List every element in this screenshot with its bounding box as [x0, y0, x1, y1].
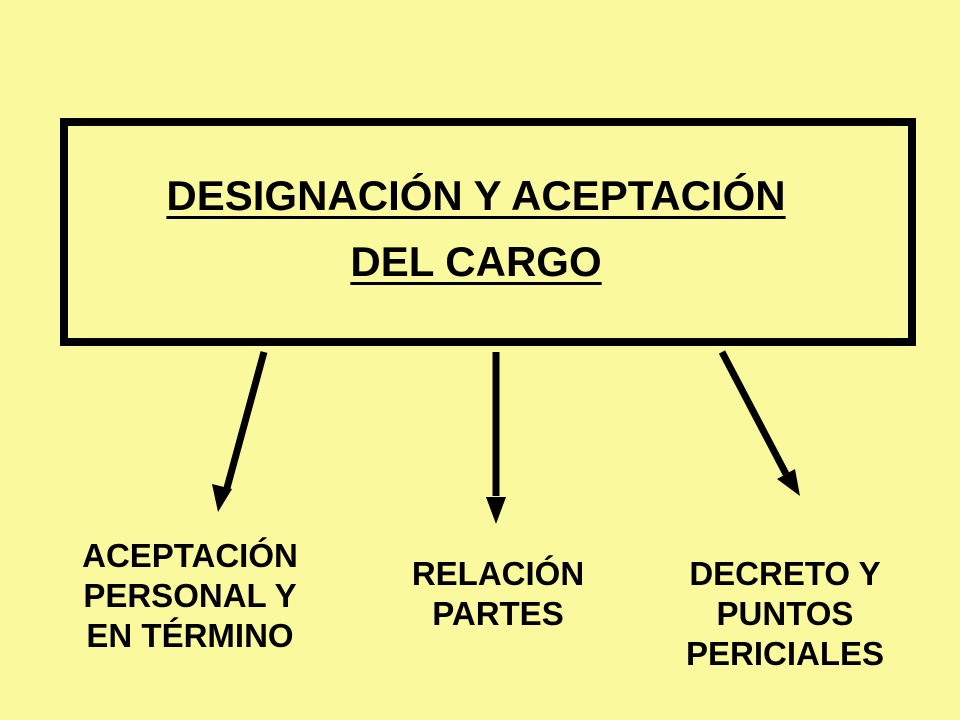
main-title-text-2: DEL CARGO: [350, 238, 602, 285]
arrow-right-shaft: [718, 350, 790, 476]
arrow-left-head: [212, 484, 232, 512]
arrow-right-head: [777, 469, 800, 496]
branch-label-line: ACEPTACIÓN: [82, 537, 298, 574]
main-concept-box: [60, 118, 916, 346]
main-title-line-1: DESIGNACIÓN Y ACEPTACIÓN: [0, 172, 952, 220]
branch-label-line: PERSONAL Y: [83, 577, 297, 614]
arrow-middle-head: [486, 497, 506, 524]
branch-label-line: PERICIALES: [685, 635, 885, 672]
branch-label-line: RELACIÓN: [411, 555, 585, 592]
branch-label-relacion: RELACIÓN PARTES: [368, 554, 628, 634]
main-title-text-1: DESIGNACIÓN Y ACEPTACIÓN: [166, 172, 786, 219]
branch-label-line: PUNTOS: [716, 595, 854, 632]
branch-label-decreto: DECRETO Y PUNTOS PERICIALES: [640, 554, 930, 674]
arrow-left-shaft: [223, 351, 268, 489]
branch-label-aceptacion: ACEPTACIÓN PERSONAL Y EN TÉRMINO: [40, 536, 340, 656]
branch-label-line: PARTES: [432, 595, 564, 632]
branch-label-line: EN TÉRMINO: [86, 617, 294, 654]
main-title-line-2: DEL CARGO: [0, 238, 952, 286]
branch-label-line: DECRETO Y: [689, 555, 881, 592]
